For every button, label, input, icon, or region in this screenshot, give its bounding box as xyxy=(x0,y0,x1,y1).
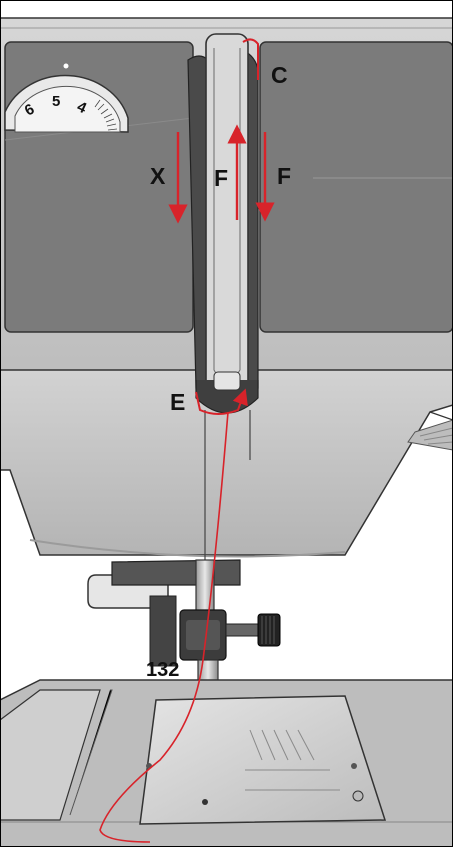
label-f-left: F xyxy=(214,165,228,191)
thread-path xyxy=(99,38,275,843)
needle-plate xyxy=(139,695,387,825)
dial-number-5: 5 xyxy=(52,93,60,110)
right-panel xyxy=(259,41,453,333)
tension-dial: 6 5 4 xyxy=(4,63,129,133)
label-e: E xyxy=(170,389,185,415)
label-c: C xyxy=(271,62,288,88)
threading-channel xyxy=(187,33,259,414)
label-x: X xyxy=(150,163,166,189)
label-f-right: F xyxy=(277,163,291,189)
machine-lower-body xyxy=(0,369,453,558)
reference-number: 132 xyxy=(146,659,179,681)
